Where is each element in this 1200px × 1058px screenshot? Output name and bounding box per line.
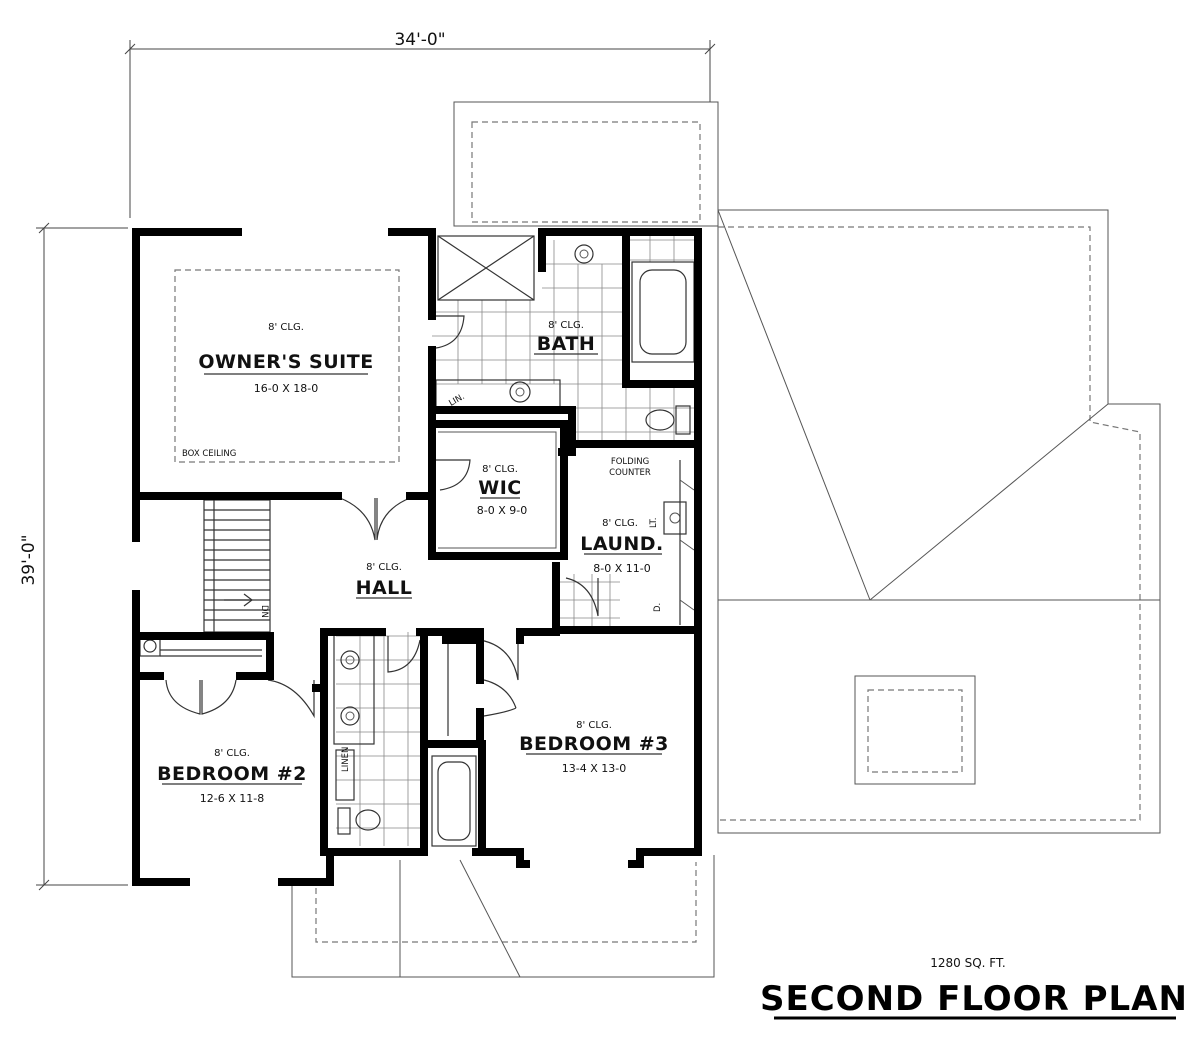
bedroom3-size: 13-4 X 13-0: [562, 762, 626, 775]
bedroom3-name: BEDROOM #3: [519, 733, 669, 755]
owners-suite-size: 16-0 X 18-0: [254, 382, 318, 395]
laundry-ceiling: 8' CLG.: [602, 518, 638, 529]
box-ceiling-note: BOX CEILING: [182, 449, 236, 459]
bedroom2-name: BEDROOM #2: [157, 763, 307, 785]
room-labels: 8' CLG. OWNER'S SUITE 16-0 X 18-0 BOX CE…: [157, 320, 669, 805]
wic-name: WIC: [478, 477, 521, 499]
wic-ceiling: 8' CLG.: [482, 464, 518, 475]
dryer-label: D.: [653, 603, 663, 612]
bath-name: BATH: [537, 333, 596, 355]
roof-outline: [291, 101, 1161, 978]
laundry-name: LAUND.: [580, 533, 664, 555]
doors[interactable]: [165, 315, 599, 719]
width-dimension: 34'-0": [394, 30, 445, 50]
plan-title: SECOND FLOOR PLAN: [760, 979, 1188, 1019]
square-footage: 1280 SQ. FT.: [930, 956, 1005, 970]
bath-ceiling: 8' CLG.: [548, 320, 584, 331]
dimension-lines: 34'-0" 39'-0": [19, 30, 716, 891]
laundry-tub-label: LT.: [649, 518, 659, 528]
bedroom2-size: 12-6 X 11-8: [200, 792, 264, 805]
plan-footer: 1280 SQ. FT. SECOND FLOOR PLAN: [760, 956, 1188, 1020]
staircase: DN: [203, 499, 271, 633]
box-ceiling-outline: [174, 269, 400, 463]
depth-dimension: 39'-0": [19, 534, 39, 585]
wic-size: 8-0 X 9-0: [477, 504, 527, 517]
linen-label: LINEN: [341, 747, 351, 772]
owners-suite-name: OWNER'S SUITE: [198, 351, 373, 373]
hall-name: HALL: [356, 577, 413, 599]
hall-ceiling: 8' CLG.: [366, 562, 402, 573]
bath-tile-floor: [336, 232, 700, 846]
stair-down-label: DN: [259, 605, 269, 618]
bedroom3-ceiling: 8' CLG.: [576, 720, 612, 731]
bedroom2-ceiling: 8' CLG.: [214, 748, 250, 759]
walls: [132, 228, 702, 886]
owners-suite-ceiling: 8' CLG.: [268, 322, 304, 333]
laundry-size: 8-0 X 11-0: [593, 562, 650, 575]
